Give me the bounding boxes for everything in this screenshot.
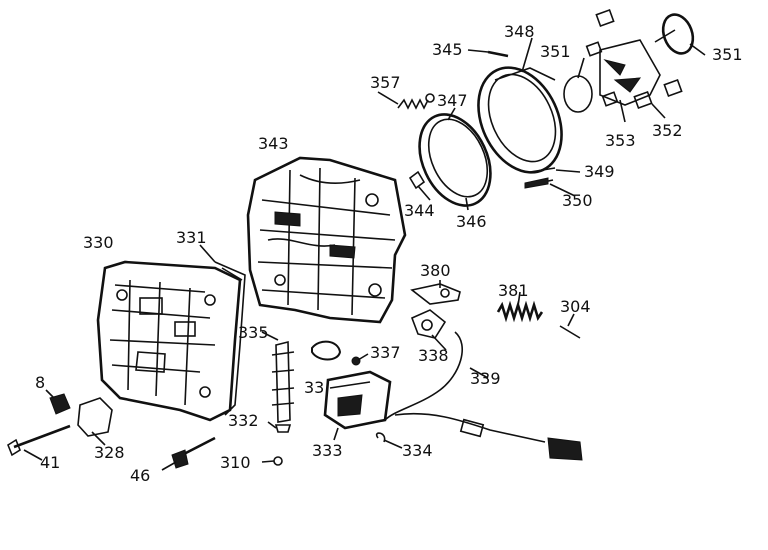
callout-328: 328: [94, 443, 125, 462]
part-332-retainer: [274, 424, 292, 433]
part-351-353-rotor: [563, 8, 695, 113]
callout-381: 381: [498, 281, 529, 300]
part-41-bolt: [7, 424, 71, 457]
callout-33: 33: [304, 378, 324, 397]
part-344-key: [408, 170, 426, 190]
callout-labels: 345 348 351 351 357 347 353 352 343 349 …: [35, 22, 743, 485]
part-346-347-band: [418, 113, 492, 207]
callout-41: 41: [40, 453, 60, 472]
callout-352: 352: [652, 121, 683, 140]
callout-332: 332: [228, 411, 259, 430]
part-338-gasket: [410, 309, 447, 339]
part-334-clip: [375, 432, 386, 443]
part-335-valve: [271, 340, 295, 423]
callout-339: 339: [470, 369, 501, 388]
callout-331: 331: [176, 228, 207, 247]
connector: [459, 418, 583, 461]
callout-346: 346: [456, 212, 487, 231]
part-339-wire: [384, 331, 546, 443]
part-331-separator: [214, 261, 246, 416]
part-310-ball: [273, 456, 283, 466]
part-348-drum: [477, 66, 563, 174]
callout-304: 304: [560, 297, 591, 316]
callout-338: 338: [418, 346, 449, 365]
callout-334: 334: [402, 441, 433, 460]
callout-348: 348: [504, 22, 535, 41]
callout-345: 345: [432, 40, 463, 59]
callout-335: 335: [238, 323, 269, 342]
part-8-plug: [49, 393, 71, 415]
callout-330: 330: [83, 233, 114, 252]
callout-350: 350: [562, 191, 593, 210]
callout-353: 353: [605, 131, 636, 150]
callout-343: 343: [258, 134, 289, 153]
part-46-bolt: [171, 436, 216, 469]
callout-357: 357: [370, 73, 401, 92]
callout-344: 344: [404, 201, 435, 220]
part-330-plate: [96, 260, 242, 422]
callout-8: 8: [35, 373, 45, 392]
callout-349: 349: [584, 162, 615, 181]
part-343-valve-body: [246, 156, 407, 324]
callout-337: 337: [370, 343, 401, 362]
callout-347: 347: [437, 91, 468, 110]
part-381-spring: [496, 300, 544, 323]
part-304-pin: [559, 325, 581, 339]
part-333-solenoid: [323, 370, 392, 430]
callout-380: 380: [420, 261, 451, 280]
callout-351-right: 351: [712, 45, 743, 64]
part-357-spring: [397, 93, 435, 110]
callout-333: 333: [312, 441, 343, 460]
part-328-gasket: [77, 397, 113, 437]
part-380-valve: [410, 283, 461, 305]
callout-351-left: 351: [540, 42, 571, 61]
leader-lines: [23, 37, 706, 471]
part-349-350-parts: [524, 167, 556, 189]
part-345-pin: [487, 50, 509, 58]
callout-46: 46: [130, 466, 150, 485]
part-337-check: [311, 340, 361, 366]
callout-310: 310: [220, 453, 251, 472]
